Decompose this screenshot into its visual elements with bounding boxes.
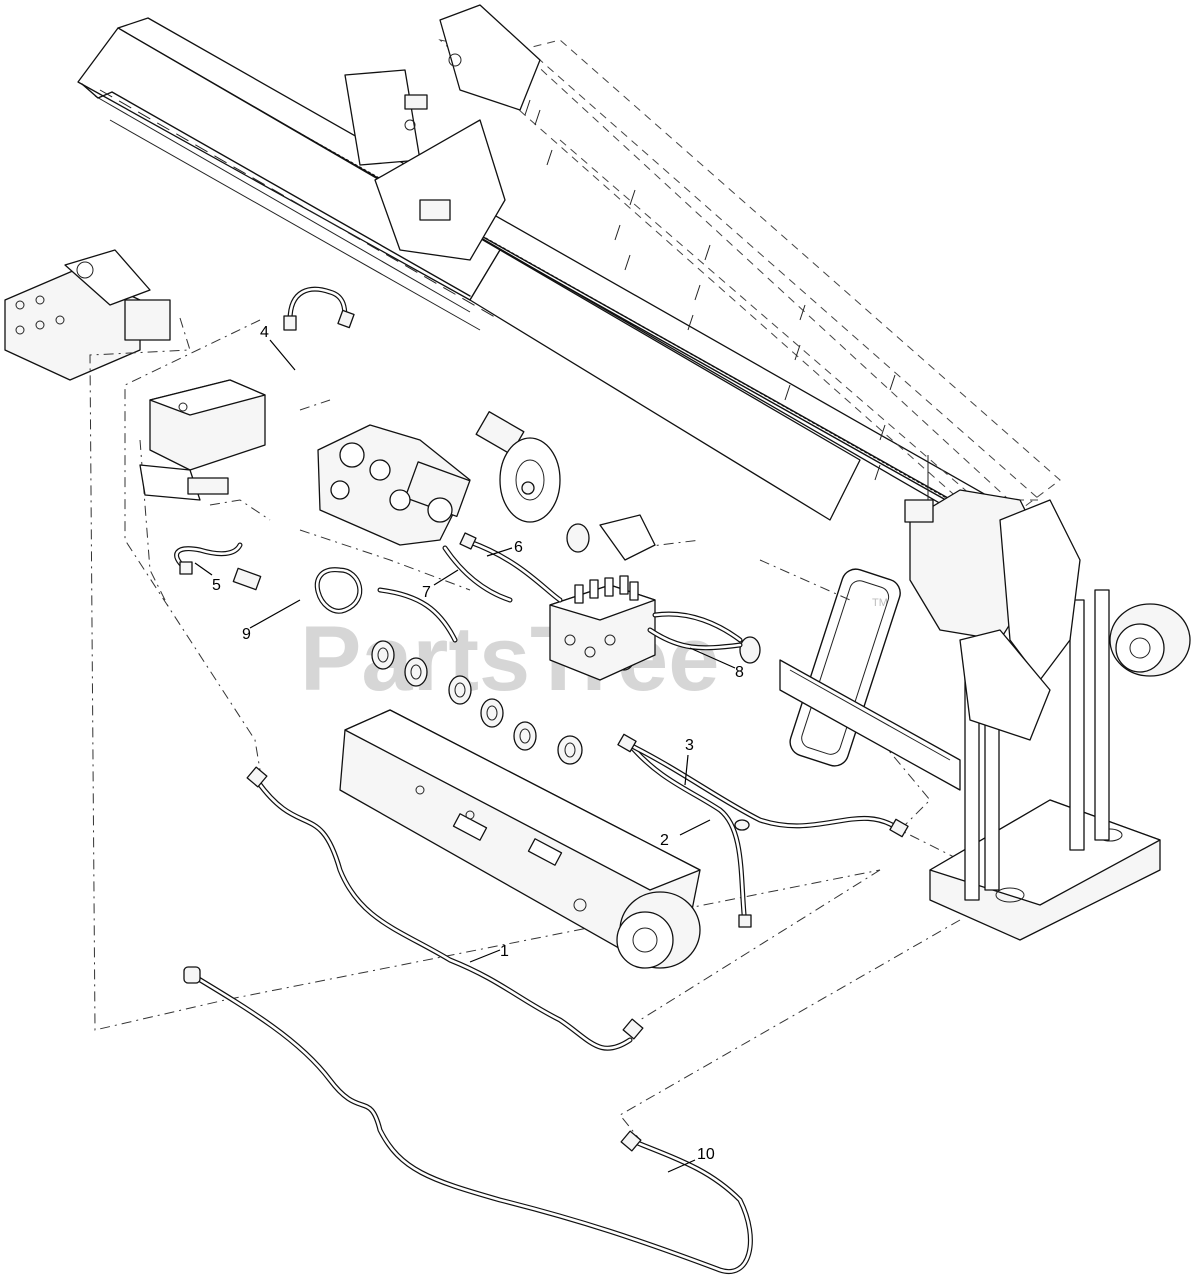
callout-8: 8 [735, 664, 744, 681]
callout-9: 9 [242, 626, 251, 643]
hose-5 [174, 542, 243, 575]
hydraulic-pump [317, 424, 471, 546]
callout-7: 7 [422, 584, 431, 601]
fittings-row [371, 523, 761, 765]
drive-motor-right [1109, 603, 1191, 677]
water-pump [4, 249, 171, 381]
callout-10: 10 [697, 1146, 715, 1163]
dashed-assembly-lines [89, 317, 961, 1141]
guard-frame [789, 568, 901, 767]
rod-loader-panels [438, 39, 1061, 521]
callout-5: 5 [212, 577, 221, 594]
callouts: 1 2 3 4 5 6 7 8 9 10 [212, 324, 744, 1163]
hose-9 [232, 567, 458, 643]
drive-motor-lower [616, 891, 701, 969]
leader-lines [194, 339, 736, 1173]
hydraulic-tank [139, 379, 266, 501]
carriage-bracket [344, 4, 541, 261]
callout-3: 3 [685, 737, 694, 754]
watermark-trademark: TM [872, 597, 888, 609]
hose-6 [459, 532, 563, 603]
callout-1: 1 [500, 943, 509, 960]
hose-1 [246, 766, 644, 1051]
base-platform [904, 455, 1161, 941]
hose-2 [627, 742, 752, 928]
chassis-beam [339, 709, 701, 961]
hose-10 [183, 966, 753, 1275]
pulley-disc [499, 437, 561, 523]
callout-4: 4 [260, 324, 269, 341]
hose-7 [442, 545, 513, 603]
hose-8 [647, 611, 743, 651]
frame-rails [779, 659, 961, 791]
hose-3 [617, 733, 909, 838]
watermark-text: PartsTree [300, 608, 719, 710]
hose-4 [283, 286, 355, 331]
valve-manifold [549, 514, 656, 681]
callout-6: 6 [514, 539, 523, 556]
callout-2: 2 [660, 832, 669, 849]
